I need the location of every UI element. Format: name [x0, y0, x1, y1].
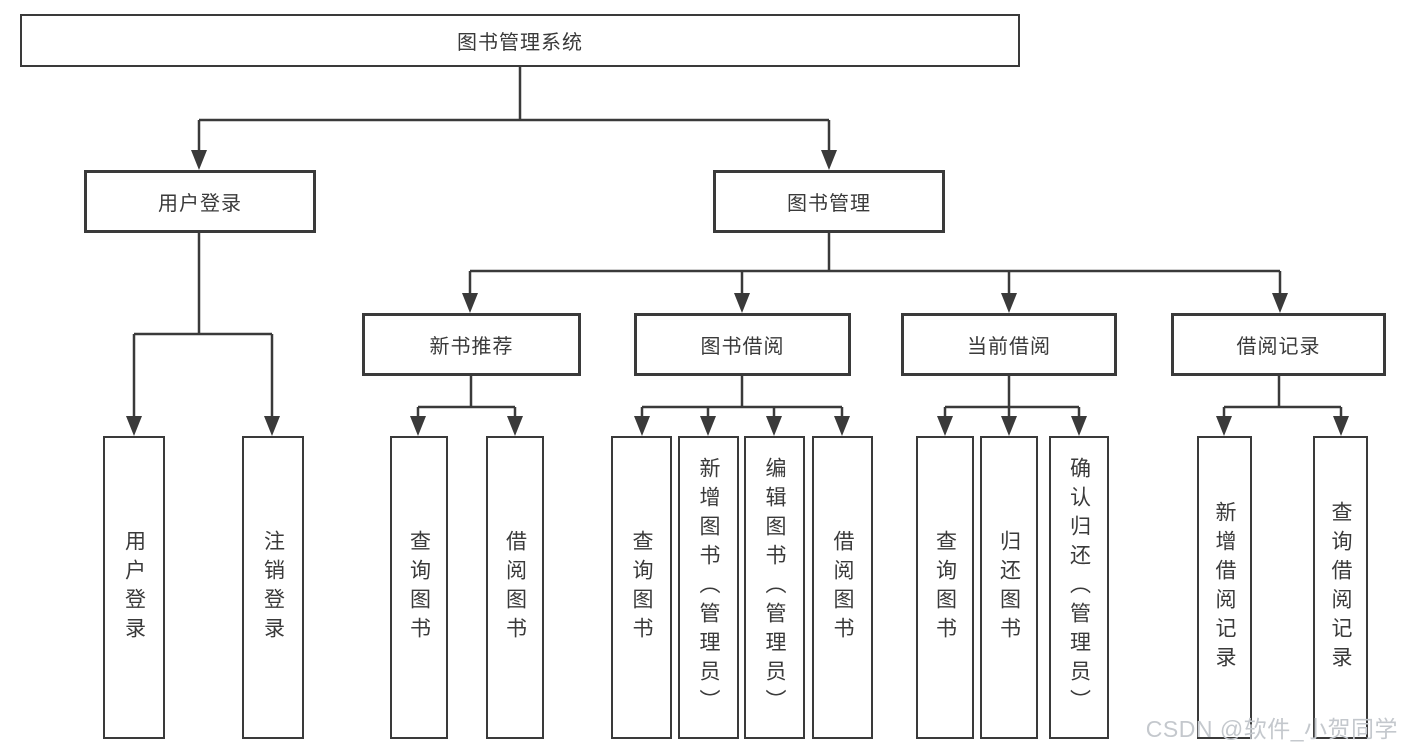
leaf-edit-books-admin: 编辑图书（管理员）	[744, 436, 805, 739]
leaf-query-books-borrow: 查询图书	[611, 436, 672, 739]
leaf-user-login: 用户登录	[103, 436, 165, 739]
watermark: CSDN @软件_小贺同学	[1145, 716, 1398, 742]
node-new-book-recommend: 新书推荐	[362, 313, 581, 376]
leaf-query-books-current: 查询图书	[916, 436, 974, 739]
node-borrow-records: 借阅记录	[1171, 313, 1386, 376]
leaf-confirm-return-admin-label: 确认归还（管理员）	[1067, 457, 1091, 718]
node-root: 图书管理系统	[20, 14, 1020, 67]
leaf-return-books-label: 归还图书	[997, 529, 1021, 646]
node-user-login: 用户登录	[84, 170, 316, 233]
leaf-query-books-recommend: 查询图书	[390, 436, 448, 739]
leaf-add-borrow-record: 新增借阅记录	[1197, 436, 1252, 739]
leaf-query-books-recommend-label: 查询图书	[407, 529, 431, 646]
leaf-return-books: 归还图书	[980, 436, 1038, 739]
leaf-query-books-current-label: 查询图书	[933, 529, 957, 646]
leaf-add-books-admin: 新增图书（管理员）	[678, 436, 739, 739]
leaf-user-login-label: 用户登录	[122, 529, 146, 646]
leaf-add-borrow-record-label: 新增借阅记录	[1213, 500, 1236, 675]
leaf-confirm-return-admin: 确认归还（管理员）	[1049, 436, 1109, 739]
node-book-management: 图书管理	[713, 170, 945, 233]
leaf-borrow-books-label: 借阅图书	[831, 529, 854, 646]
leaf-borrow-books: 借阅图书	[812, 436, 873, 739]
node-book-borrow: 图书借阅	[634, 313, 851, 376]
leaf-borrow-books-recommend-label: 借阅图书	[503, 529, 527, 646]
leaf-borrow-books-recommend: 借阅图书	[486, 436, 544, 739]
leaf-logout-label: 注销登录	[261, 529, 285, 646]
leaf-query-borrow-record: 查询借阅记录	[1313, 436, 1368, 739]
leaf-query-borrow-record-label: 查询借阅记录	[1329, 500, 1352, 675]
leaf-logout: 注销登录	[242, 436, 304, 739]
leaf-query-books-borrow-label: 查询图书	[630, 529, 653, 646]
leaf-edit-books-admin-label: 编辑图书（管理员）	[763, 457, 786, 718]
leaf-add-books-admin-label: 新增图书（管理员）	[697, 457, 720, 718]
node-current-borrow: 当前借阅	[901, 313, 1117, 376]
